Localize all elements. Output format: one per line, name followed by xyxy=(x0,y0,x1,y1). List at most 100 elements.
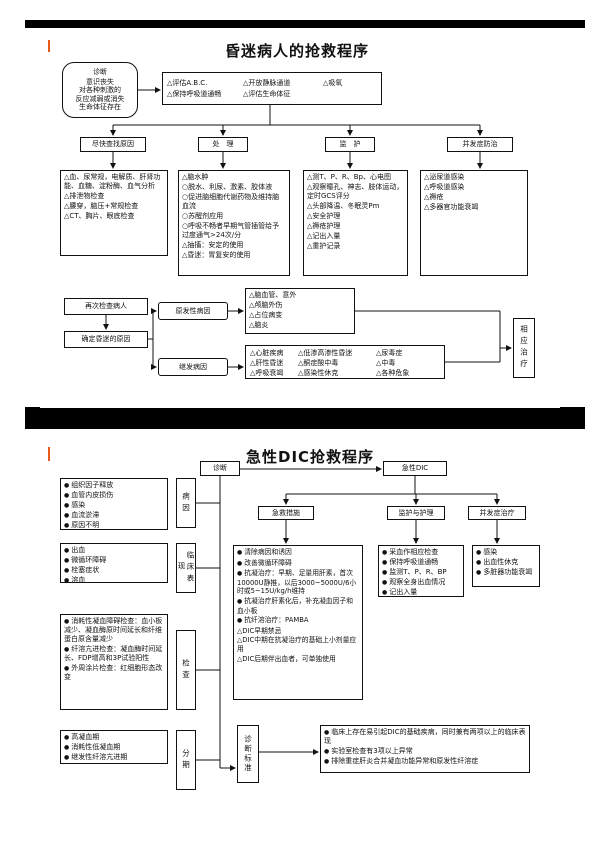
secondary-item: △尿毒症 xyxy=(376,349,403,357)
find-cause-item: △腰穿，脑压+常规检查 xyxy=(64,202,139,210)
complication-item: △泌尿道感染 xyxy=(424,173,465,181)
coma-diagnosis-line: 生命体征存在 xyxy=(79,103,121,112)
complication-box: △泌尿道感染 △呼吸道感染 △褥疮 △多器官功能衰竭 xyxy=(420,170,528,276)
confirm-cause-box: 确定昏迷的原因 xyxy=(64,331,148,348)
dic-title: 急性DIC抢救程序 xyxy=(246,448,375,466)
dic-cause-item: 原因不明 xyxy=(64,521,164,530)
category-find-cause: 尽快查找原因 xyxy=(80,137,146,152)
comp-item: 出血性休克 xyxy=(476,558,536,567)
find-cause-box: △血、尿常规，电解质、肝肾功能、血糖、淀粉酶、血气分析 △排泄物检查 △腰穿，脑… xyxy=(60,170,168,256)
section-exams: 检查 xyxy=(176,630,196,710)
treatment-item: △抽搐：安定的使用 xyxy=(182,241,244,249)
dic-cause-item: 组织因子释放 xyxy=(64,481,164,490)
first-aid-item: △评估生命体征 xyxy=(243,90,291,98)
first-aid-item: △评估A.B.C. xyxy=(167,79,208,87)
criteria-item: 排除重症肝炎合并凝血功能异常和原发性纤溶症 xyxy=(324,757,526,766)
dic-clinical-box: 出血 微循环障碍 栓塞症状 溶血 xyxy=(60,543,168,585)
rescue-item: △DIC早期禁忌 xyxy=(237,626,282,635)
monitor-box: △测T、P、R、Bp、心电图 △观察瞳孔、神志、肢体运动，定时GCS评分 △头部… xyxy=(303,170,408,276)
category-monitor: 监 护 xyxy=(325,137,375,152)
secondary-item: △呼吸衰竭 xyxy=(250,369,284,377)
secondary-list-box: △心脏疾病 △低渗高渗性昏迷 △尿毒症 △肝性昏迷 △酮症酸中毒 △中毒 △呼吸… xyxy=(245,345,445,379)
find-cause-item: △排泄物检查 xyxy=(64,192,105,200)
dic-title-accent xyxy=(48,447,50,461)
comp-item: 多脏器功能衰竭 xyxy=(476,568,536,577)
coma-diagnosis-label: 诊断 xyxy=(93,68,107,77)
criteria-box: 临床上存在易引起DIC的基础疾病，同时兼有两项以上的临床表现 实验室检查有3项以… xyxy=(320,725,530,773)
complication-item: △多器官功能衰竭 xyxy=(424,203,479,211)
section-stages: 分期 xyxy=(176,730,196,790)
first-aid-item: △保持呼吸道通畅 xyxy=(167,90,222,98)
treatment-box: △脑水肿 ○脱水、利尿、激素、胶体液 ○促进脑细胞代谢药物及维持脑血流 ○苏醒剂… xyxy=(178,170,290,276)
monitor-item: △观察瞳孔、神志、肢体运动，定时GCS评分 xyxy=(307,183,404,200)
coma-diagnosis-box: 诊断 意识丧失 对各种刺激的 反应减弱或消失 生命体征存在 xyxy=(62,62,138,118)
treatment-item: △昏迷：胃复安的使用 xyxy=(182,251,251,259)
branch-complication: 并发症治疗 xyxy=(468,506,526,520)
coma-title-accent xyxy=(48,40,50,52)
care-item: 记出入量 xyxy=(382,588,460,597)
secondary-item: △肝性昏迷 xyxy=(250,359,284,367)
dic-clinical-item: 溶血 xyxy=(64,576,164,585)
dic-exam-item: 纤溶亢进检查：凝血酶时间延长、FDP增高和3P试验阳性 xyxy=(64,645,164,663)
dic-cause-item: 血管内皮损伤 xyxy=(64,491,164,500)
care-item: 保持呼吸道通畅 xyxy=(382,558,460,567)
primary-list-box: △脑血管、意外 △颅脑外伤 △占位病变 △脑炎 xyxy=(245,288,355,334)
middle-band xyxy=(25,407,585,429)
care-item: 监测T、P、R、BP xyxy=(382,568,460,577)
care-item: 采血作相应检查 xyxy=(382,548,460,557)
monitor-item: △记出入量 xyxy=(307,232,341,240)
dic-exams-box: 消耗性凝血障碍检查：血小板减少、凝血酶原时间延长和纤维蛋白原含量减少 纤溶亢进检… xyxy=(60,614,168,710)
coma-first-aid-box: △评估A.B.C. △开放静脉通道 △吸氧 △保持呼吸道通畅 △评估生命体征 xyxy=(162,72,382,105)
rescue-item: 改善微循环障碍 xyxy=(237,559,359,569)
rescue-item: 抗凝治疗肝素化后，补充凝血因子和血小板 xyxy=(237,597,359,615)
rescue-item: 清除病因和诱因 xyxy=(237,548,359,558)
dic-stage-item: 继发性纤溶亢进期 xyxy=(64,753,164,762)
treatment-item: ○呼吸不畅者早期气管插管给予过度通气>24次/分 xyxy=(182,222,280,239)
dic-stage-item: 高凝血期 xyxy=(64,733,164,742)
complication-item: △呼吸道感染 xyxy=(424,183,465,191)
secondary-item: △感染性休克 xyxy=(298,369,339,377)
coma-diagnosis-line: 反应减弱或消失 xyxy=(75,94,125,103)
monitor-item: △头部降温、冬眠灵Pm xyxy=(307,202,380,210)
dic-cause-item: 血流淤滞 xyxy=(64,511,164,520)
treatment-item: ○苏醒剂应用 xyxy=(182,212,224,220)
monitor-item: △重护记录 xyxy=(307,242,341,250)
primary-item: △脑血管、意外 xyxy=(249,291,297,299)
secondary-item: △各种危象 xyxy=(376,369,410,377)
secondary-item: △中毒 xyxy=(376,359,396,367)
section-cause: 病因 xyxy=(176,478,196,528)
first-aid-item: △吸氧 xyxy=(323,79,343,87)
treat-box: 相应治疗 xyxy=(513,318,535,378)
rescue-item: 抗凝治疗：早期、足量用肝素，首次10000U静推，以后3000~5000U/6小… xyxy=(237,569,359,596)
category-treatment: 处 理 xyxy=(198,137,248,152)
dic-clinical-item: 出血 xyxy=(64,546,164,555)
primary-cause-box: 原发性病因 xyxy=(158,302,228,320)
complication-item: △褥疮 xyxy=(424,193,444,201)
monitor-item: △褥疮护理 xyxy=(307,222,341,230)
dic-causes-box: 组织因子释放 血管内皮损伤 感染 血流淤滞 原因不明 xyxy=(60,478,168,530)
recheck-box: 再次检查病人 xyxy=(64,298,148,315)
dic-acute-box: 急性DIC xyxy=(383,461,447,476)
dic-clinical-item: 微循环障碍 xyxy=(64,556,164,565)
criteria-item: 临床上存在易引起DIC的基础疾病，同时兼有两项以上的临床表现 xyxy=(324,728,526,746)
top-page-shadow xyxy=(25,20,585,28)
secondary-cause-box: 继发病因 xyxy=(158,358,228,376)
dic-cause-item: 感染 xyxy=(64,501,164,510)
branch-care: 监护与护理 xyxy=(387,506,445,520)
rescue-item: △DIC后期伴出血者，可单独使用 xyxy=(237,654,336,663)
care-item: 观察全身出血情况 xyxy=(382,578,460,587)
dic-diagnosis-box: 诊断 xyxy=(200,461,240,476)
care-box: 采血作相应检查 保持呼吸道通畅 监测T、P、R、BP 观察全身出血情况 记出入量 xyxy=(378,545,464,597)
coma-diagnosis-line: 对各种刺激的 xyxy=(79,86,121,95)
treatment-item: △脑水肿 xyxy=(182,173,209,181)
treatment-item: ○脱水、利尿、激素、胶体液 xyxy=(182,183,273,191)
dic-stages-box: 高凝血期 消耗性低凝血期 继发性纤溶亢进期 xyxy=(60,730,168,764)
coma-title: 昏迷病人的抢救程序 xyxy=(225,42,370,60)
dic-stage-item: 消耗性低凝血期 xyxy=(64,743,164,752)
criteria-label-box: 诊断标准 xyxy=(237,725,259,783)
dic-exam-item: 外周涂片检查：红细胞形态改变 xyxy=(64,664,164,682)
section-clinical: 临床表现 xyxy=(176,543,196,593)
treatment-item: ○促进脑细胞代谢药物及维持脑血流 xyxy=(182,193,280,210)
first-aid-item: △开放静脉通道 xyxy=(243,79,291,87)
coma-diagnosis-line: 意识丧失 xyxy=(86,77,114,86)
